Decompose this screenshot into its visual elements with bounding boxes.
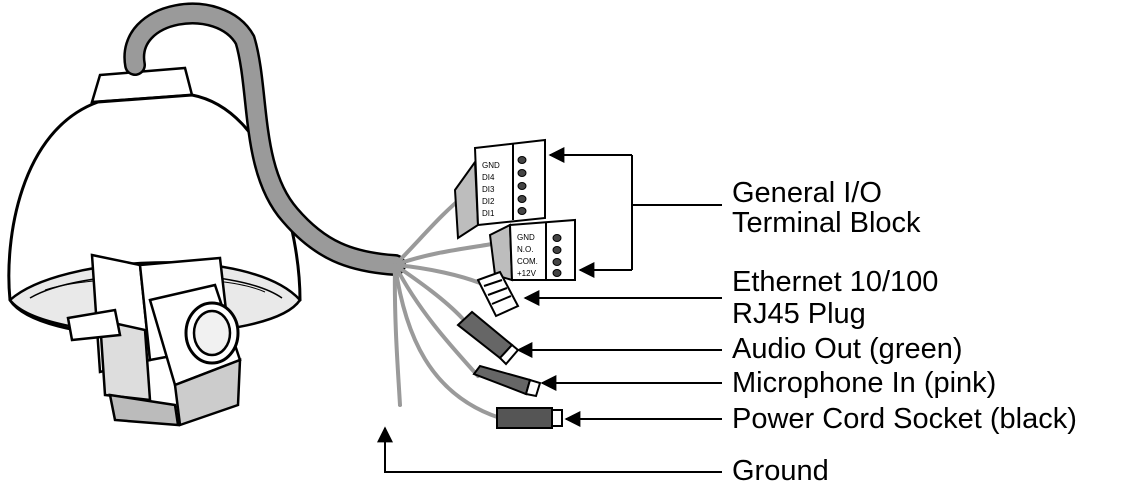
- do-pin-label: GND: [517, 233, 535, 242]
- di-pin-label: DI3: [482, 185, 495, 194]
- label-eth-line2: RJ45 Plug: [732, 298, 866, 330]
- di-pin-label: DI1: [482, 209, 495, 218]
- do-terminal-block: GND N.O. COM. +12V: [488, 218, 576, 282]
- di-pin-label: GND: [482, 161, 500, 170]
- callout-arrows: [377, 147, 722, 473]
- rj45-plug: [476, 270, 520, 318]
- label-mic-in: Microphone In (pink): [732, 367, 997, 399]
- do-pin-label: COM.: [517, 257, 538, 266]
- wire-fanout: [392, 193, 502, 420]
- di-pin-label: DI2: [482, 197, 495, 206]
- do-pin-label: N.O.: [517, 245, 533, 254]
- mic-in-jack: [472, 364, 542, 398]
- label-gio-line2: Terminal Block: [732, 207, 921, 239]
- main-cable: [123, 2, 406, 276]
- audio-out-jack: [456, 310, 520, 366]
- label-audio-out: Audio Out (green): [732, 333, 963, 365]
- label-ground: Ground: [732, 455, 829, 487]
- di-terminal-block: GND DI4 DI3 DI2 DI1: [453, 138, 546, 240]
- power-socket: [496, 407, 563, 429]
- di-pin-label: DI4: [482, 173, 495, 182]
- label-gio-line1: General I/O: [732, 177, 882, 209]
- arrow-ground: [377, 426, 722, 473]
- do-pin-label: +12V: [517, 269, 537, 278]
- label-power: Power Cord Socket (black): [732, 403, 1077, 435]
- label-eth-line1: Ethernet 10/100: [732, 266, 939, 298]
